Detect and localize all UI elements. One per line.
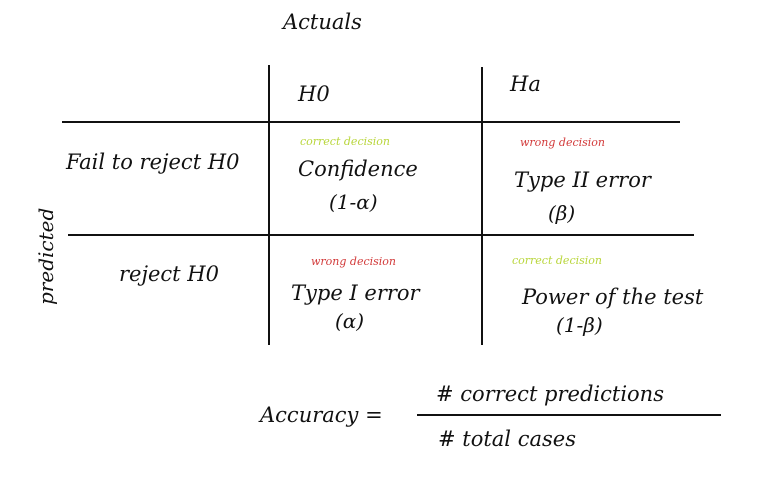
accuracy-denominator: # total cases xyxy=(438,427,576,451)
actuals-title: Actuals xyxy=(283,10,362,34)
row-label-fail-to-reject: Fail to reject H0 xyxy=(66,150,240,174)
predicted-label: predicted xyxy=(34,207,58,305)
fraction-bar xyxy=(417,414,721,416)
grid-horizontal-line-middle xyxy=(68,234,694,236)
grid-vertical-line-right xyxy=(481,67,483,345)
cell-type-i-error-formula: (α) xyxy=(335,309,365,333)
cell-confidence-formula: (1-α) xyxy=(329,190,378,214)
grid-horizontal-line-top xyxy=(62,121,680,123)
cell-power-label: Power of the test xyxy=(522,285,704,309)
grid-vertical-line-left xyxy=(268,65,270,345)
column-header-h0: H0 xyxy=(298,82,330,106)
row-label-reject: reject H0 xyxy=(119,262,219,286)
column-header-ha: Ha xyxy=(510,72,541,96)
cell-note-wrong: wrong decision xyxy=(520,136,606,149)
accuracy-lhs: Accuracy = xyxy=(260,403,383,427)
cell-type-i-error-label: Type I error xyxy=(291,281,420,305)
cell-type-ii-error-label: Type II error xyxy=(514,168,651,192)
cell-note-wrong: wrong decision xyxy=(311,255,397,268)
cell-type-ii-error-formula: (β) xyxy=(548,201,576,225)
accuracy-numerator: # correct predictions xyxy=(436,382,664,406)
cell-note-correct: correct decision xyxy=(300,135,390,148)
cell-confidence-label: Confidence xyxy=(298,157,418,181)
cell-power-formula: (1-β) xyxy=(556,313,603,337)
cell-note-correct: correct decision xyxy=(512,254,602,267)
